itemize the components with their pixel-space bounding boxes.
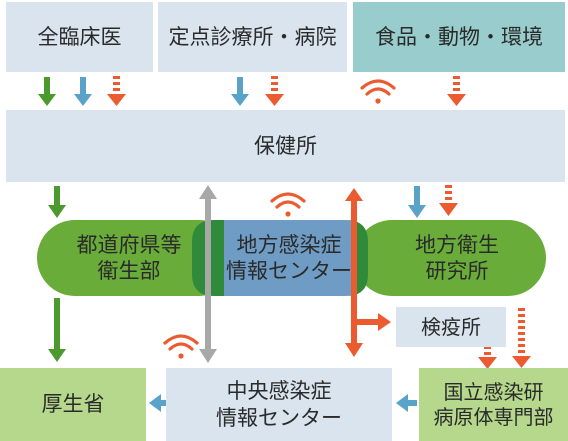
box-quarantine-label: 検疫所 (421, 314, 481, 339)
arrow-red-double (345, 188, 391, 357)
box-local-center: 地方感染症 情報センター (214, 222, 364, 294)
box-sentinel-label: 定点診療所・病院 (168, 24, 337, 49)
box-niid: 国立感染研 病原体専門部 (419, 368, 568, 441)
arrow-red-mid (439, 185, 458, 216)
box-health-center-label: 保健所 (254, 133, 317, 158)
box-environment: 食品・動物・環境 (353, 2, 565, 72)
box-central-center-line1: 中央感染症 (226, 379, 332, 404)
box-ministry: 厚生省 (0, 368, 146, 441)
box-hospitals-label: 全臨床医 (37, 24, 122, 49)
box-environment-label: 食品・動物・環境 (375, 24, 543, 49)
arrow-green-bottom (48, 298, 66, 362)
box-central-center-line2: 情報センター (216, 405, 342, 430)
box-health-center: 保健所 (6, 110, 565, 182)
box-niid-line2: 病原体専門部 (433, 404, 554, 429)
box-hospitals: 全臨床医 (6, 2, 153, 72)
box-central-center: 中央感染症 情報センター (166, 368, 392, 441)
arrow-gray-double (199, 185, 217, 363)
arrow-blue-top-2 (231, 77, 249, 106)
wifi-icon-bottom (163, 334, 199, 359)
box-sentinel: 定点診療所・病院 (158, 2, 347, 72)
wifi-icon-top (360, 79, 396, 104)
arrow-red-top-3 (447, 76, 466, 106)
local-institute-pill (354, 220, 546, 296)
arrow-blue-to-ministry (149, 394, 170, 412)
arrow-green-top (38, 77, 56, 106)
arrow-red-quarantine (478, 346, 497, 369)
box-local-institute: 地方衛生 研究所 (372, 222, 542, 294)
box-local-center-line2: 情報センター (226, 259, 352, 283)
arrow-blue-top-1 (74, 77, 92, 106)
box-niid-line1: 国立感染研 (443, 379, 544, 404)
arrow-blue-to-central (396, 394, 417, 412)
arrow-red-top-1 (107, 76, 126, 106)
box-prefecture-line2: 衛生部 (97, 259, 161, 283)
box-local-institute-line1: 地方衛生 (415, 232, 499, 257)
box-prefecture: 都道府県等 衛生部 (44, 222, 214, 294)
arrow-blue-mid (408, 186, 426, 218)
arrow-red-top-2 (265, 76, 284, 106)
arrow-red-right (512, 308, 531, 368)
box-prefecture-line1: 都道府県等 (76, 232, 182, 257)
box-quarantine: 検疫所 (396, 307, 506, 347)
box-local-center-line1: 地方感染症 (236, 232, 342, 257)
box-local-institute-line2: 研究所 (425, 259, 489, 283)
arrow-green-mid (48, 186, 66, 218)
box-ministry-label: 厚生省 (41, 392, 105, 417)
prefecture-pill (37, 220, 237, 296)
wifi-icon-mid (270, 192, 306, 217)
local-center-box (192, 220, 368, 296)
